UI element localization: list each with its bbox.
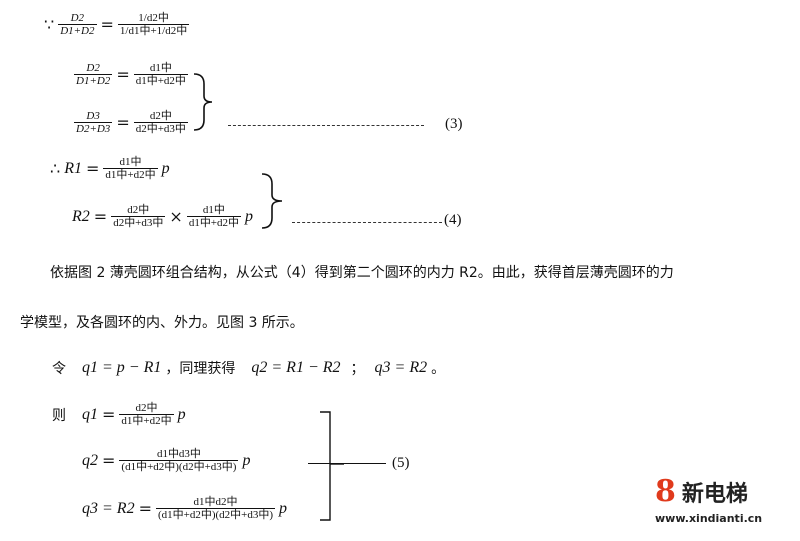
r2-num-a: d2中: [127, 204, 150, 216]
let-end: 。: [431, 361, 446, 377]
s3r1-lhs-den: D1+D2: [74, 74, 113, 87]
ratio-num: D2: [70, 12, 85, 24]
r1-den: d1中+d2中: [103, 168, 158, 181]
s3r2-lhs-den: D2+D3: [74, 122, 113, 135]
q2-label: q2: [82, 451, 98, 469]
system5-label: (5): [392, 455, 410, 471]
ratio-rhs-den: 1/d1中+1/d2中: [117, 24, 190, 37]
r1-var: p: [161, 159, 170, 177]
system4-brace: [261, 173, 283, 229]
system3-label: (3): [445, 116, 463, 132]
times-symbol: ×: [169, 207, 183, 226]
system3-brace: [193, 73, 213, 131]
paragraph-line2: 学模型，及各圆环的内、外力。见图 3 所示。: [20, 315, 304, 331]
q3-label: q3 = R2: [82, 499, 135, 517]
r2-den-b: d1中+d2中: [186, 216, 242, 229]
q2-den: (d1中+d2中)(d2中+d3中): [119, 460, 239, 473]
s3r2-lhs-num: D3: [86, 110, 100, 122]
r2-label: R2: [72, 207, 90, 225]
q1-num: d2中: [135, 402, 158, 414]
ratio-rhs-fraction: 1/d2中 1/d1中+1/d2中: [117, 12, 190, 37]
q2-var: p: [242, 451, 251, 469]
system4-leader: [292, 222, 442, 223]
q1-label: q1: [82, 405, 98, 423]
s3r2-rhs-den: d2中+d3中: [133, 122, 188, 135]
r2-var: p: [245, 207, 254, 225]
ratio-fraction: D2 D1+D2: [58, 12, 97, 37]
q3-num: d1中d2中: [193, 496, 238, 508]
let-middle: ，同理获得: [165, 361, 236, 377]
system5-row2: q2 = d1中d3中(d1中+d2中)(d2中+d3中) p: [82, 448, 251, 473]
watermark-url: www.xindianti.cn: [655, 512, 763, 525]
q3-definition: q3 = R2: [374, 359, 428, 376]
because-equation: ∵ D2 D1+D2 = 1/d2中 1/d1中+1/d2中: [44, 12, 190, 37]
watermark-name: 新电梯: [681, 481, 748, 507]
then-prefix: 则: [52, 407, 66, 424]
q1-definition: q1 = p − R1: [82, 359, 162, 376]
system5-bracket: [320, 411, 344, 521]
because-symbol: ∵: [44, 15, 55, 34]
system4-label: (4): [444, 212, 462, 228]
q3-den: (d1中+d2中)(d2中+d3中): [155, 508, 276, 521]
system3-leader: [228, 125, 424, 126]
s3r1-lhs-num: D2: [86, 62, 100, 74]
s3r2-rhs-num: d2中: [149, 110, 172, 122]
r2-den-a: d2中+d3中: [111, 216, 166, 229]
ratio-den: D1+D2: [58, 24, 97, 37]
system5-leader: [308, 463, 386, 464]
s3r1-rhs-den: d1中+d2中: [133, 74, 188, 87]
r2-num-b: d1中: [202, 204, 225, 216]
let-separator: ；: [350, 361, 365, 377]
r1-num: d1中: [119, 156, 142, 168]
r1-label: R1: [64, 159, 82, 177]
elevator-logo-icon: 8: [655, 474, 676, 509]
q2-definition: q2 = R1 − R2: [251, 359, 341, 376]
watermark-logo: 8 新电梯: [655, 474, 748, 509]
q3-var: p: [279, 499, 288, 517]
s3r1-rhs-num: d1中: [149, 62, 172, 74]
q2-num: d1中d3中: [156, 448, 201, 460]
q1-den: d1中+d2中: [119, 414, 174, 427]
let-line: 令 q1 = p − R1 ，同理获得 q2 = R1 − R2 ； q3 = …: [50, 358, 447, 378]
q1-var: p: [177, 405, 186, 423]
therefore-symbol: ∴: [50, 159, 61, 178]
let-prefix: 令: [52, 361, 66, 377]
system5-row3: q3 = R2 = d1中d2中(d1中+d2中)(d2中+d3中) p: [82, 496, 288, 521]
paragraph-line1: 依据图 2 薄壳圆环组合结构，从公式（4）得到第二个圆环的内力 R2。由此，获得…: [50, 265, 674, 281]
ratio-rhs-num: 1/d2中: [138, 12, 169, 24]
